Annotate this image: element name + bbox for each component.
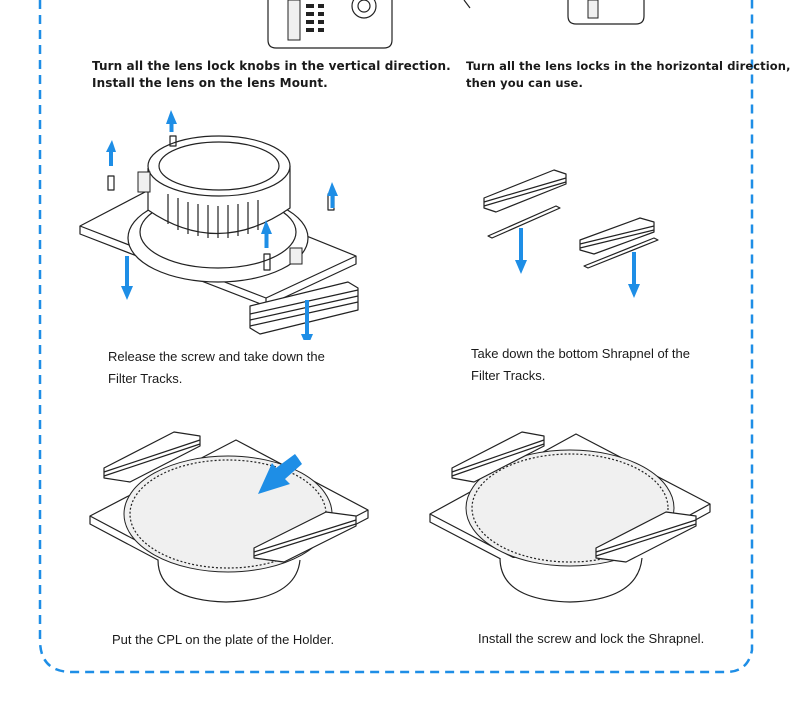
step4-caption: Take down the bottom Shrapnel of the Fil… <box>471 343 690 387</box>
step3-caption: Release the screw and take down the Filt… <box>108 346 325 390</box>
filter-tracks-shrapnel-illustration <box>483 169 659 298</box>
holder-plate-release-screws-illustration <box>79 110 359 340</box>
step5-caption-line1: Put the CPL on the plate of the Holder. <box>112 632 335 647</box>
step1-caption: Turn all the lens lock knobs in the vert… <box>92 58 451 92</box>
step2-caption: Turn all the lens locks in the horizonta… <box>466 58 791 92</box>
step1-caption-line2: Install the lens on the lens Mount. <box>92 76 328 90</box>
step5-caption: Put the CPL on the plate of the Holder. <box>112 629 334 651</box>
step4-caption-line2: Filter Tracks. <box>471 368 546 383</box>
step4-caption-line1: Take down the bottom Shrapnel of the <box>471 346 690 361</box>
step1-caption-line1: Turn all the lens lock knobs in the vert… <box>92 59 451 73</box>
step6-caption-line1: Install the screw and lock the Shrapnel. <box>478 631 705 646</box>
step2-caption-line1: Turn all the lens locks in the horizonta… <box>466 59 791 73</box>
step3-caption-line1: Release the screw and take down the <box>108 349 325 364</box>
camera-with-lens-locked-illustration <box>463 0 645 25</box>
camera-with-lens-illustration <box>267 0 393 49</box>
installed-holder-illustration <box>429 431 711 603</box>
step2-caption-line2: then you can use. <box>466 76 583 90</box>
step3-caption-line2: Filter Tracks. <box>108 371 183 386</box>
step6-caption: Install the screw and lock the Shrapnel. <box>478 628 704 650</box>
cpl-on-holder-illustration <box>89 431 369 603</box>
